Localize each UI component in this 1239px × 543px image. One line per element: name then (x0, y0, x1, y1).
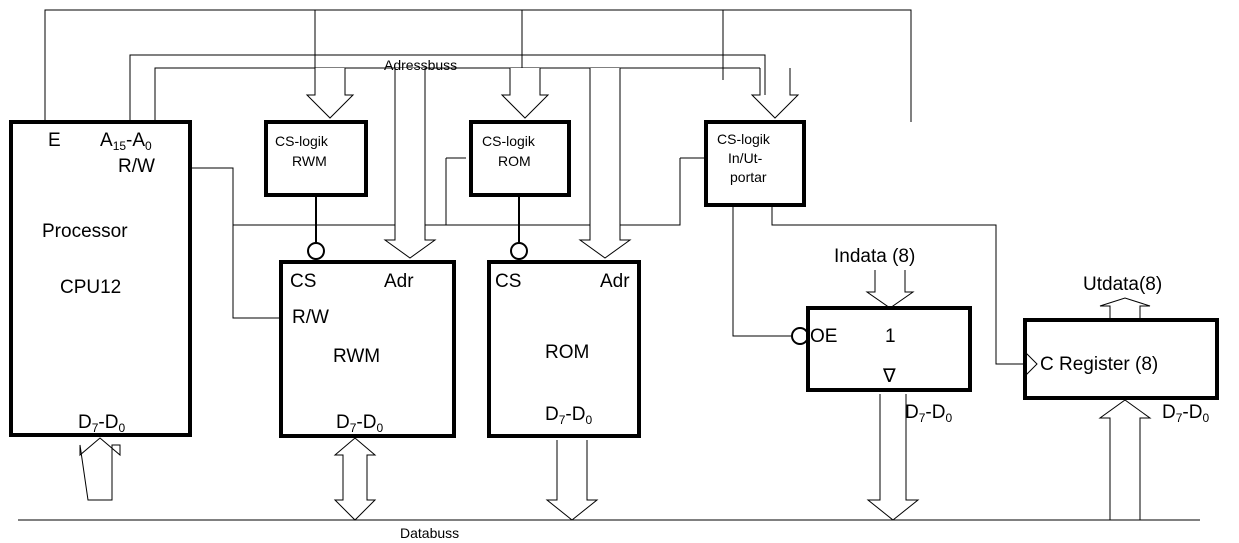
cs-logic-rom: CS-logik ROM (469, 120, 571, 197)
inport-block: Indata (8) OE 1 ∇ D7-D0 (791, 246, 972, 521)
cs-logic-io: CS-logik In/Ut- portar (704, 120, 806, 207)
address-bus-label: Adressbuss (384, 57, 457, 73)
rw-wire (190, 167, 290, 319)
svg-text:RWM: RWM (333, 346, 380, 367)
cpu-data-arrow (79, 437, 121, 501)
rwm-data-label: D7-D0 (336, 412, 383, 435)
svg-text:Adr: Adr (600, 271, 630, 292)
clk-wire (771, 205, 1025, 365)
rom-data-arrow (545, 440, 599, 521)
outport-data-label: D7-D0 (1162, 402, 1209, 425)
cpu-data-label: D7-D0 (78, 412, 125, 435)
utdata-label: Utdata(8) (1083, 274, 1162, 295)
addr-arrow-rom (578, 68, 632, 259)
indata-arrow (865, 270, 915, 309)
addr-arrow-cs-rwm (305, 68, 355, 119)
inport-box (806, 306, 972, 392)
svg-text:ROM: ROM (545, 342, 589, 363)
rwm-box (279, 260, 456, 438)
svg-text:CS-logik: CS-logik (275, 133, 329, 149)
clock-triangle (1024, 351, 1038, 377)
svg-text:R/W: R/W (292, 307, 329, 328)
utdata-arrow (1099, 297, 1151, 320)
control-wires (44, 9, 1025, 365)
inport-data-arrow (866, 394, 920, 521)
rwm-block: CS Adr R/W RWM D7-D0 (279, 242, 456, 521)
outport-data-arrow (1098, 399, 1152, 521)
svg-text:C Register (8): C Register (8) (1040, 354, 1158, 375)
svg-text:ROM: ROM (498, 153, 531, 169)
svg-text:Adr: Adr (384, 271, 414, 292)
svg-text:CS-logik: CS-logik (717, 131, 771, 147)
addr-arrow-cs-rom (500, 68, 550, 119)
data-bus-label: Databuss (400, 525, 459, 541)
rwm-cs-bubble (307, 242, 325, 260)
svg-text:∇: ∇ (882, 366, 896, 387)
addr-arrow-cs-io (750, 68, 800, 119)
rom-data-label: D7-D0 (545, 404, 592, 427)
cpu-addr-label: A15-A0 (100, 130, 152, 153)
svg-text:1: 1 (885, 326, 896, 347)
svg-text:OE: OE (810, 326, 837, 347)
cpu-box (9, 120, 192, 437)
svg-text:RWM: RWM (292, 153, 327, 169)
cpu-title: Processor (42, 221, 128, 242)
svg-text:In/Ut-: In/Ut- (728, 150, 763, 166)
svg-text:CS: CS (495, 271, 521, 292)
svg-text:portar: portar (730, 169, 767, 185)
rwm-data-arrow (333, 437, 377, 521)
oe-bubble (791, 327, 809, 345)
indata-label: Indata (8) (834, 246, 915, 267)
rom-box (487, 260, 641, 438)
addr-arrow-rwm (383, 68, 437, 259)
cpu-model: CPU12 (60, 277, 121, 298)
oe-wire (732, 205, 792, 337)
rom-block: CS Adr ROM D7-D0 (487, 242, 641, 521)
rom-cs-bubble (510, 242, 528, 260)
outport-block: Utdata(8) C Register (8) D7-D0 (1023, 274, 1219, 521)
cpu-rw-label: R/W (118, 156, 155, 177)
svg-text:CS-logik: CS-logik (482, 133, 536, 149)
cpu-enable-label: E (48, 130, 61, 151)
register-box (1023, 318, 1219, 400)
svg-text:CS: CS (290, 271, 316, 292)
address-bus (129, 54, 800, 259)
cpu-block: E A15-A0 R/W Processor CPU12 D7-D0 (9, 120, 192, 501)
cs-logic-rwm: CS-logik RWM (264, 120, 368, 197)
inport-data-label: D7-D0 (905, 402, 952, 425)
